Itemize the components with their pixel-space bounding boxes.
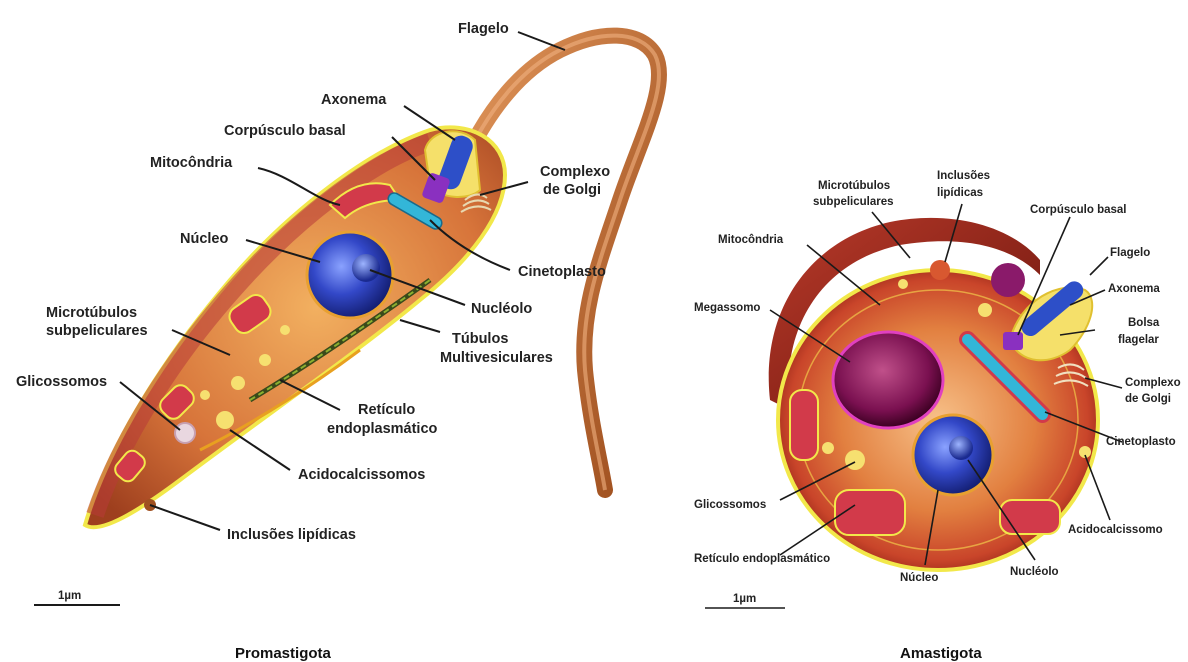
label-a-microtubulos-1: Microtúbulos (818, 180, 890, 192)
label-cinetoplasto: Cinetoplasto (518, 264, 606, 280)
label-microtubulos-2: subpeliculares (46, 323, 148, 339)
label-complexo-golgi-1: Complexo (540, 164, 610, 180)
amastigote-basal-body (1003, 332, 1023, 350)
label-a-bolsa-1: Bolsa (1128, 317, 1160, 329)
label-a-axonema: Axonema (1108, 283, 1160, 295)
label-glicossomos: Glicossomos (16, 374, 107, 390)
label-nucleo: Núcleo (180, 231, 228, 247)
label-a-cinetoplasto: Cinetoplasto (1106, 436, 1176, 448)
label-acidocalcissomos: Acidocalcissomos (298, 467, 425, 483)
label-microtubulos-1: Microtúbulos (46, 305, 137, 321)
label-tubulos-1: Túbulos (452, 331, 508, 347)
label-tubulos-2: Multivesiculares (440, 350, 553, 366)
label-complexo-golgi-2: de Golgi (543, 182, 601, 198)
promastigote-nucleus (307, 232, 393, 318)
label-a-complexo-1: Complexo (1125, 377, 1181, 389)
label-a-glicossomos: Glicossomos (694, 499, 766, 511)
amastigote-megasome (833, 332, 943, 428)
label-a-acidocalcissomo: Acidocalcissomo (1068, 524, 1163, 536)
label-flagelo: Flagelo (458, 21, 509, 37)
label-a-megassomo: Megassomo (694, 302, 760, 314)
promastigote-caption: Promastigota (235, 645, 332, 662)
label-a-bolsa-2: flagelar (1118, 334, 1159, 346)
label-a-flagelo: Flagelo (1110, 247, 1150, 259)
amastigote-caption: Amastigota (900, 645, 982, 662)
amastigote-nucleolus (949, 436, 973, 460)
label-inclusoes-lipidicas: Inclusões lipídicas (227, 527, 356, 543)
label-mitocondria: Mitocôndria (150, 155, 233, 171)
label-a-nucleolo: Nucléolo (1010, 566, 1059, 578)
label-a-complexo-2: de Golgi (1125, 393, 1171, 405)
label-a-nucleo: Núcleo (900, 572, 938, 584)
label-nucleolo: Nucléolo (471, 301, 532, 317)
label-a-mitocondria: Mitocôndria (718, 234, 784, 246)
label-corpusculo-basal: Corpúsculo basal (224, 123, 346, 139)
amastigote-scale-label: 1µm (733, 593, 756, 605)
label-a-inclusoes-2: lipídicas (937, 187, 983, 199)
promastigote-drawing (85, 36, 659, 528)
label-reticulo-1: Retículo (358, 402, 415, 418)
label-a-inclusoes-1: Inclusões (937, 170, 990, 182)
label-a-reticulo: Retículo endoplasmático (694, 553, 830, 565)
label-reticulo-2: endoplasmático (327, 421, 438, 437)
label-axonema: Axonema (321, 92, 387, 108)
promastigote-nucleolus (352, 254, 380, 282)
promastigote-scale-label: 1µm (58, 590, 81, 602)
label-a-microtubulos-2: subpeliculares (813, 196, 894, 208)
label-a-corpusculo-basal: Corpúsculo basal (1030, 204, 1127, 216)
amastigote-mitochondrion (835, 490, 905, 535)
